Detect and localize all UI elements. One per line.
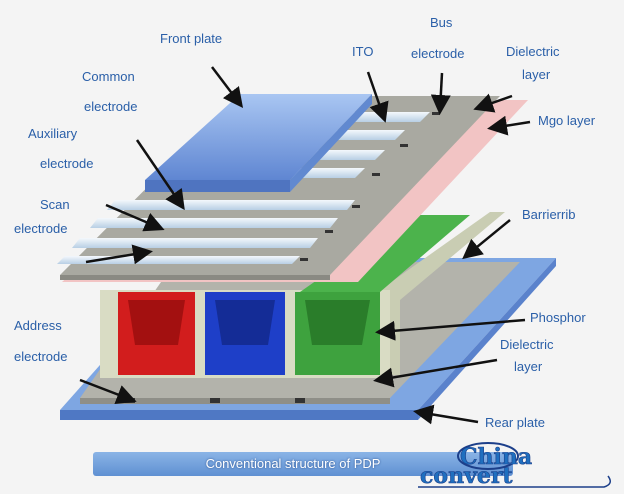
label-bus-electrode-1: Bus	[430, 15, 453, 30]
label-common-electrode-2: electrode	[84, 99, 138, 114]
label-address-electrode-2: electrode	[14, 349, 68, 364]
label-ito: ITO	[352, 44, 374, 59]
label-front-plate: Front plate	[160, 31, 223, 46]
label-address-electrode-1: Address	[14, 318, 62, 333]
label-phosphor: Phosphor	[530, 310, 586, 325]
caption-text: Conventional structure of PDP	[205, 456, 381, 471]
label-rear-dielectric-2: layer	[514, 359, 543, 374]
label-scan-electrode-2: electrode	[14, 221, 68, 236]
label-barrier-rib: Barrierrib	[522, 207, 576, 222]
label-scan-electrode-1: Scan	[40, 197, 70, 212]
label-front-dielectric-1: Dielectric	[506, 44, 560, 59]
label-rear-dielectric-1: Dielectric	[500, 337, 554, 352]
label-rear-plate: Rear plate	[485, 415, 545, 430]
svg-text:China: China	[460, 444, 532, 470]
label-auxiliary-electrode-2: electrode	[40, 156, 94, 171]
caption-bar: Conventional structure of PDP	[93, 452, 513, 476]
leader-arrows	[79, 66, 531, 425]
svg-text:convert: convert	[420, 463, 513, 488]
label-bus-electrode-2: electrode	[411, 46, 465, 61]
label-front-dielectric-2: layer	[522, 67, 551, 82]
label-common-electrode-1: Common	[82, 69, 135, 84]
label-auxiliary-electrode-1: Auxiliary	[28, 126, 78, 141]
china-convert-logo: China convert	[418, 442, 611, 488]
label-mgo-layer: Mgo layer	[538, 113, 596, 128]
